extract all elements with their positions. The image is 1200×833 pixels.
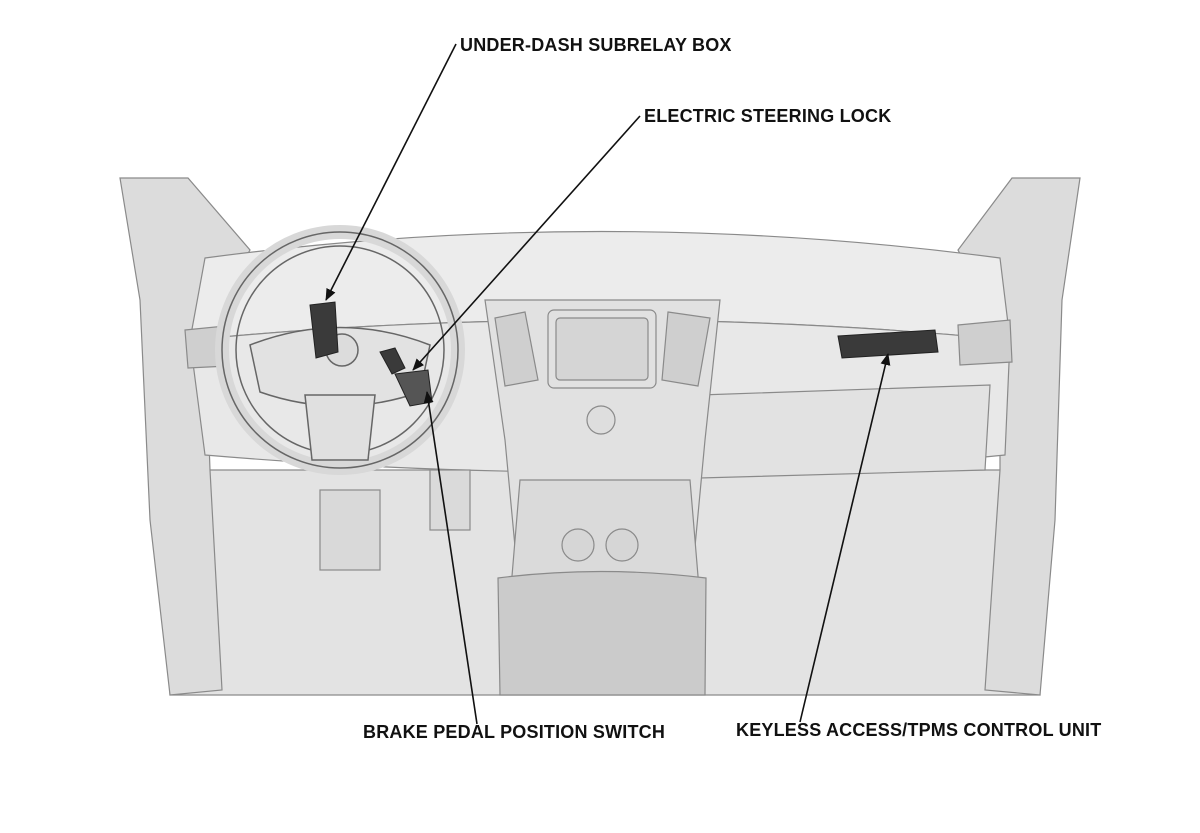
electric-steering-lock-unit — [379, 347, 406, 375]
center-vent-left — [494, 311, 539, 387]
glovebox — [699, 384, 991, 479]
leader-brake-pedal-position-switch — [423, 391, 478, 725]
leader-lines — [325, 43, 891, 725]
leader-electric-steering-lock — [412, 115, 641, 371]
center-knob — [586, 405, 616, 435]
under-dash-subrelay-box — [309, 301, 339, 359]
keyless-access-control-unit — [837, 329, 939, 359]
leader-under-dash-subrelay-box — [325, 43, 457, 301]
center-vent-right — [661, 311, 711, 387]
armrest — [497, 570, 707, 696]
steering-wheel — [215, 225, 465, 475]
label-keyless-access-tpms-control-unit: KEYLESS ACCESS/TPMS CONTROL UNIT — [736, 720, 1102, 740]
leader-keyless-access-tpms-control-unit — [799, 353, 891, 723]
label-under-dash-subrelay-box: UNDER-DASH SUBRELAY BOX — [460, 35, 732, 55]
right-side-vent — [957, 319, 1013, 366]
label-electric-steering-lock: ELECTRIC STEERING LOCK — [644, 106, 892, 126]
infotainment-screen — [555, 317, 649, 381]
label-brake-pedal-position-switch: BRAKE PEDAL POSITION SWITCH — [363, 722, 666, 742]
